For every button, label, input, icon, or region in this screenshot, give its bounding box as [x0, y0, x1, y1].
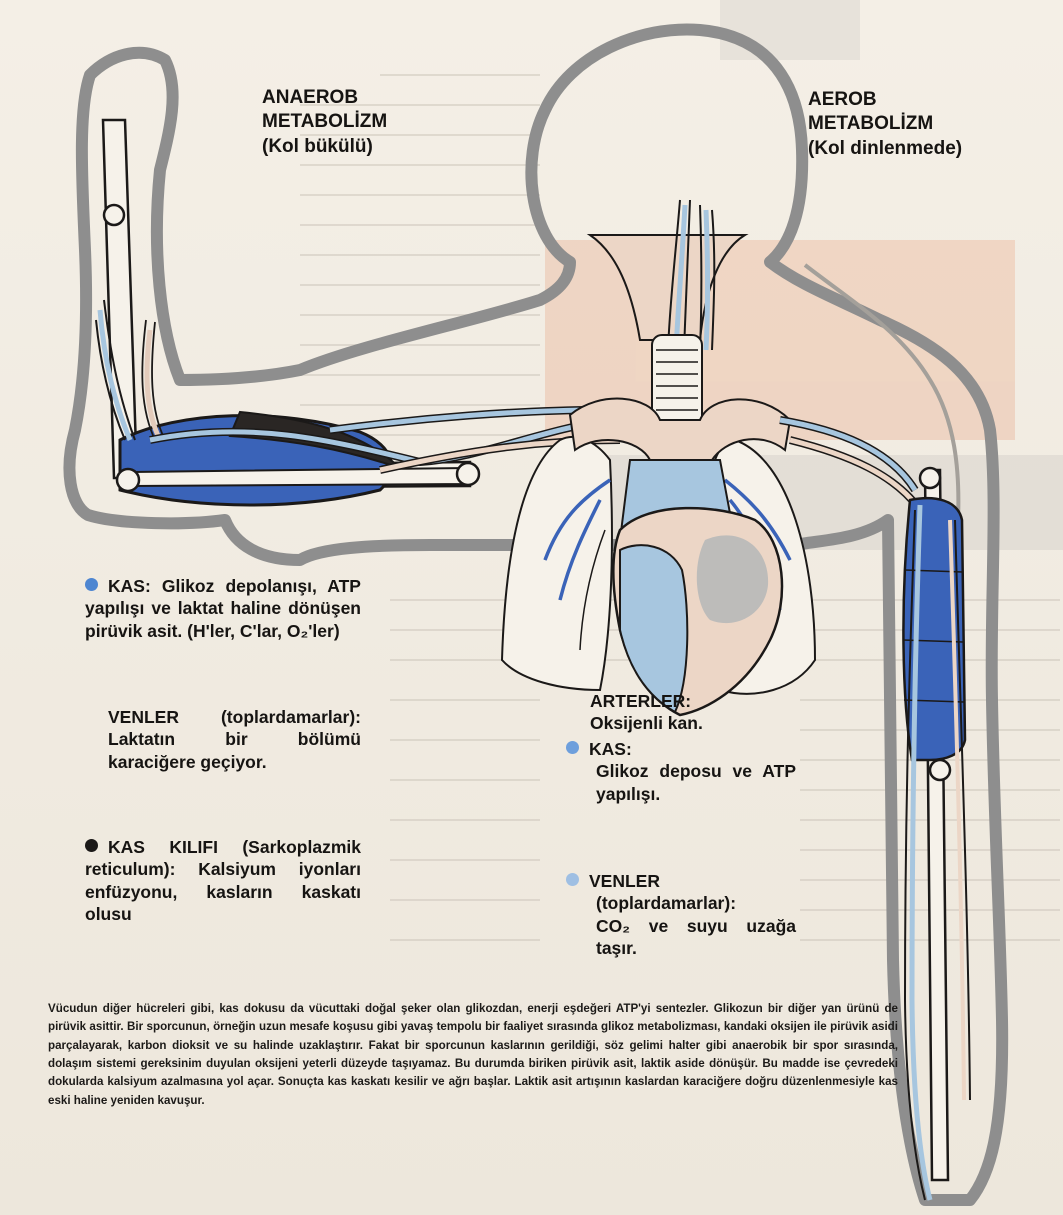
upperarm-bone-front [132, 468, 468, 486]
aerob-note: (Kol dinlenmede) [808, 137, 1038, 161]
kas-right-title: KAS: [589, 739, 632, 759]
aerob-subtitle: METABOLİZM [808, 112, 1038, 136]
shoulder-joint-right [920, 468, 940, 488]
kas-left-block: KAS: Glikoz depolanışı, ATP yapılışı ve … [85, 575, 361, 642]
black-bullet-icon [85, 839, 98, 852]
elbow-joint-right [930, 760, 950, 780]
resting-arm-group [903, 468, 970, 1200]
venler-right-subtitle: (toplardamarlar): [566, 892, 796, 914]
kas-left-title: KAS: [108, 576, 151, 596]
venler-right-block: VENLER (toplardamarlar): CO₂ ve suyu uza… [566, 870, 796, 960]
anaerob-note: (Kol bükülü) [262, 135, 482, 159]
figure-caption: Vücudun diğer hücreleri gibi, kas dokusu… [48, 1000, 898, 1110]
blue-bullet-icon [566, 741, 579, 754]
elbow-joint-left [117, 469, 139, 491]
blue-bullet-icon [85, 578, 98, 591]
venler-right-title: VENLER [589, 871, 660, 891]
wrist-joint-left [104, 205, 124, 225]
anaerob-label: ANAEROB METABOLİZM (Kol bükülü) [262, 86, 482, 159]
aerob-title: AEROB [808, 88, 1038, 112]
heart-right-side [620, 545, 687, 712]
anaerob-title: ANAEROB [262, 86, 482, 110]
venler-left-block: VENLER (toplardamarlar): Laktatın bir bö… [108, 706, 361, 773]
venler-left-title: VENLER (toplardamarlar): [108, 707, 361, 727]
arterler-block: ARTERLER: Oksijenli kan. [590, 690, 820, 735]
kas-kilifi-block: KAS KILIFI (Sarkoplazmik reticulum): Kal… [85, 836, 361, 926]
aerob-label: AEROB METABOLİZM (Kol dinlenmede) [808, 88, 1038, 161]
kas-right-text: Glikoz deposu ve ATP yapılışı. [566, 760, 796, 805]
lung-left [502, 437, 612, 690]
shoulder-joint-left [457, 463, 479, 485]
venler-right-text: CO₂ ve suyu uzağa taşır. [566, 915, 796, 960]
venler-left-text: Laktatın bir bölümü karaciğere geçiyor. [108, 729, 361, 771]
arterler-title: ARTERLER: [590, 690, 820, 712]
forearm-bone-left [103, 120, 137, 478]
light-blue-bullet-icon [566, 873, 579, 886]
anaerob-subtitle: METABOLİZM [262, 110, 482, 134]
kas-right-block: KAS: Glikoz deposu ve ATP yapılışı. [566, 738, 796, 805]
arterler-text: Oksijenli kan. [590, 712, 820, 734]
